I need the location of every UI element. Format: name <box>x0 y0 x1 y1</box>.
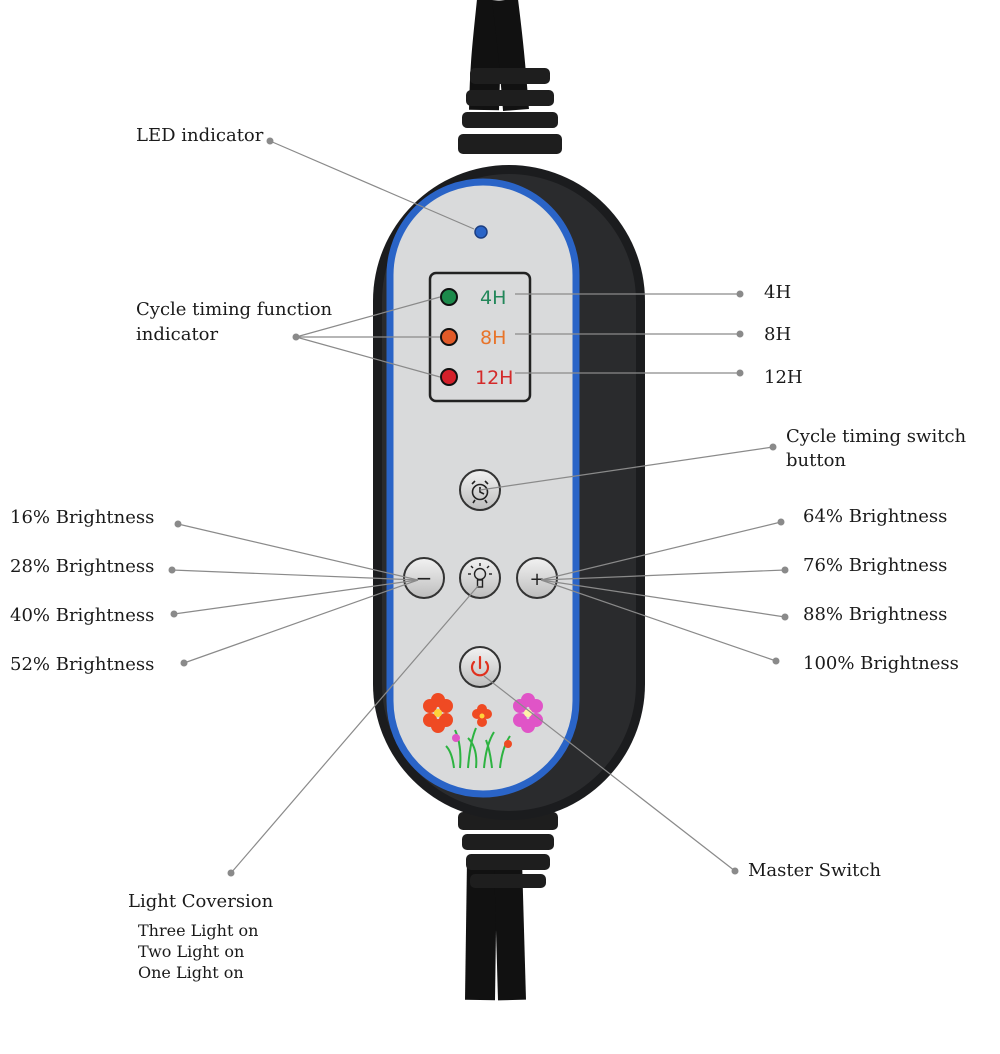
master-switch-button[interactable] <box>459 646 501 688</box>
leader-cycle-switch <box>479 446 774 491</box>
label-brightness-100: 100% Brightness <box>803 653 959 674</box>
leader-52 <box>183 579 419 664</box>
plus-icon: + <box>529 569 544 590</box>
label-master-switch: Master Switch <box>748 860 882 881</box>
leader-cycle-indicator-1 <box>295 296 441 338</box>
label-light-mode-two: Two Light on <box>138 942 245 961</box>
leader-cycle-indicator-3 <box>295 336 441 378</box>
timer-led-8h <box>440 328 458 346</box>
timer-text-4h: 4H <box>480 287 506 309</box>
top-strain-relief <box>458 68 562 154</box>
leader-88 <box>540 579 786 618</box>
minus-icon: − <box>416 566 433 590</box>
timer-led-4h <box>440 288 458 306</box>
label-8h: 8H <box>764 324 792 345</box>
label-led-indicator: LED indicator <box>136 125 264 146</box>
leader-40 <box>173 579 419 615</box>
timer-text-8h: 8H <box>480 327 506 349</box>
label-light-conversion: Light Coversion <box>128 891 274 912</box>
brightness-plus-button[interactable]: + <box>516 557 558 599</box>
orange-flower-small <box>472 704 492 727</box>
grass <box>445 727 511 769</box>
bulb-icon <box>468 563 492 588</box>
label-light-mode-three: Three Light on <box>138 921 259 940</box>
led-indicator-light <box>474 225 488 239</box>
brightness-minus-button[interactable]: − <box>403 557 445 599</box>
label-brightness-52: 52% Brightness <box>10 654 155 675</box>
light-conversion-button[interactable] <box>459 557 501 599</box>
leader-lines <box>168 137 789 877</box>
timer-led-12h <box>440 368 458 386</box>
leader-master-switch <box>483 675 736 872</box>
bottom-strain-relief <box>458 812 558 888</box>
label-cycle-indicator-line2: indicator <box>136 324 219 345</box>
orange-flower-large <box>423 693 453 733</box>
label-brightness-16: 16% Brightness <box>10 507 155 528</box>
orange-flower-tiny <box>504 740 512 748</box>
label-cycle-switch-line2: button <box>786 450 847 471</box>
leader-led <box>269 140 475 230</box>
pink-flower-small <box>452 734 460 742</box>
pink-flower-large <box>513 693 543 733</box>
leader-28 <box>171 569 419 581</box>
leader-64 <box>540 521 782 581</box>
label-cycle-switch-line1: Cycle timing switch <box>786 426 967 447</box>
label-brightness-88: 88% Brightness <box>803 604 948 625</box>
leader-100 <box>540 579 777 662</box>
label-12h: 12H <box>764 367 803 388</box>
timer-text-12h: 12H <box>475 367 513 389</box>
label-light-mode-one: One Light on <box>138 963 244 982</box>
leader-light-conversion <box>230 585 479 874</box>
label-4h: 4H <box>764 282 792 303</box>
label-brightness-28: 28% Brightness <box>10 556 155 577</box>
label-brightness-64: 64% Brightness <box>803 506 948 527</box>
flower-decoration <box>423 693 543 769</box>
leader-76 <box>540 569 786 581</box>
label-brightness-76: 76% Brightness <box>803 555 948 576</box>
leader-16 <box>177 523 419 581</box>
power-icon <box>470 655 490 677</box>
label-cycle-indicator-line1: Cycle timing function <box>136 299 333 320</box>
label-brightness-40: 40% Brightness <box>10 605 155 626</box>
alarm-clock-icon <box>471 480 489 504</box>
